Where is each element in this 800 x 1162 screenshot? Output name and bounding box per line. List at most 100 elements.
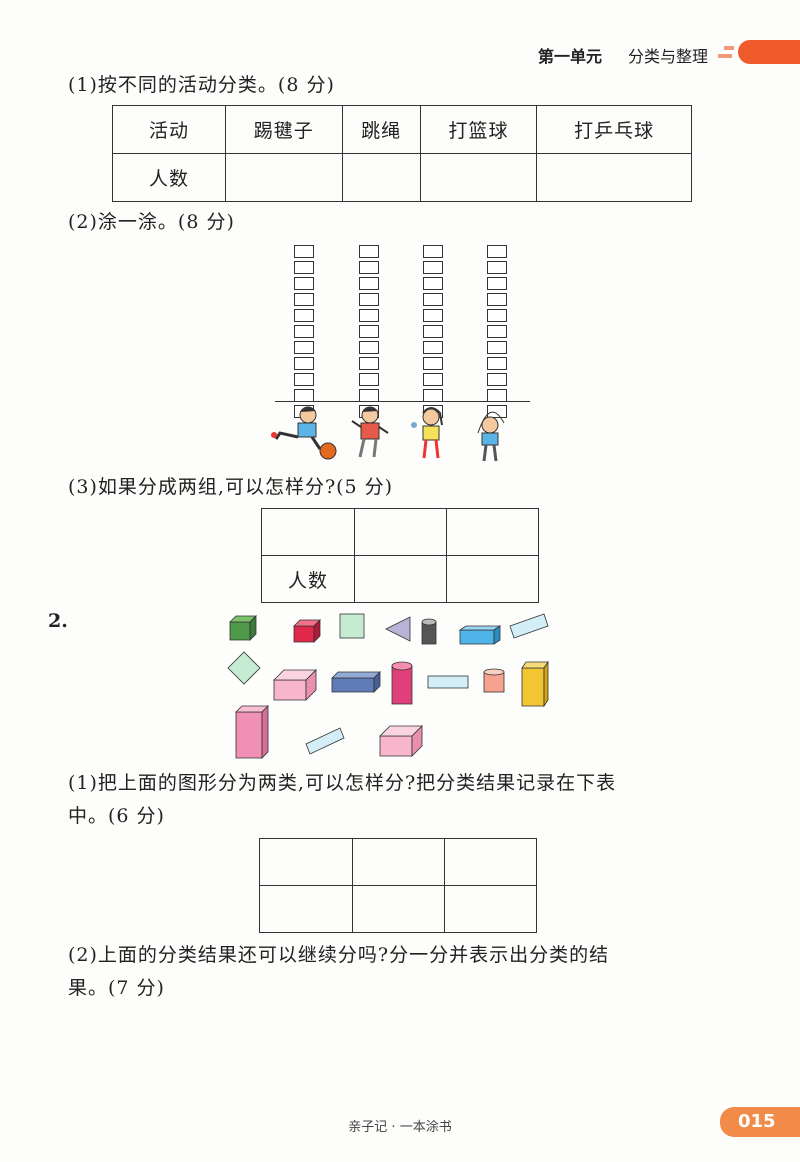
part2-question-2-line1: (2)上面的分类结果还可以继续分吗?分一分并表示出分类的结 [68,944,610,966]
count-cell[interactable] [536,153,692,202]
shape-classification-table [259,838,537,933]
square-column-jump-rope[interactable] [359,245,379,421]
coloring-square[interactable] [294,277,314,290]
coloring-square[interactable] [487,293,507,306]
coloring-square[interactable] [359,245,379,258]
square-column-ping-pong[interactable] [487,245,507,421]
coloring-square[interactable] [487,373,507,386]
row-header-count: 人数 [261,555,355,603]
coloring-square[interactable] [423,293,443,306]
light-pink-box-icon [379,725,423,757]
salmon-cylinder-icon [483,668,505,693]
children-illustration [271,406,505,462]
question-2: (2)涂一涂。(8 分) [68,211,235,233]
slate-blue-box-icon [331,671,381,693]
part2-question-2-line2: 果。(7 分) [68,977,165,999]
cylinder-icon [421,618,437,645]
coloring-square[interactable] [423,245,443,258]
coloring-square[interactable] [487,309,507,322]
green-square-icon [339,613,365,639]
two-group-table: 人数 [261,508,539,603]
count-cell[interactable] [354,555,447,603]
coloring-square[interactable] [359,373,379,386]
coloring-square[interactable] [423,373,443,386]
blue-rectangle-icon [509,613,549,639]
coloring-square[interactable] [359,293,379,306]
coloring-square[interactable] [294,261,314,274]
coloring-square[interactable] [294,325,314,338]
answer-cell[interactable] [259,885,353,933]
activity-cell: 打乒乓球 [536,105,692,154]
activity-cell: 跳绳 [341,105,421,154]
coloring-square[interactable] [423,277,443,290]
count-cell[interactable] [225,153,343,202]
activity-cell: 踢毽子 [225,105,343,154]
coloring-square[interactable] [359,357,379,370]
coloring-square[interactable] [423,261,443,274]
coloring-square[interactable] [487,325,507,338]
coloring-square[interactable] [359,325,379,338]
answer-cell[interactable] [352,885,445,933]
header-tab-decoration [718,40,800,64]
kid-jump-rope-icon [477,411,505,462]
coloring-square[interactable] [359,261,379,274]
answer-cell[interactable] [444,885,537,933]
shapes-figure [227,613,549,759]
coloring-square[interactable] [423,341,443,354]
baseline [275,401,530,402]
question-1: (1)按不同的活动分类。(8 分) [68,74,335,96]
kid-jumping-icon [351,406,389,458]
count-cell[interactable] [446,555,539,603]
magenta-cylinder-icon [391,661,413,705]
square-column-kick-shuttlecock[interactable] [294,245,314,421]
coloring-square[interactable] [359,309,379,322]
coloring-square[interactable] [423,309,443,322]
count-cell[interactable] [341,153,421,202]
coloring-square[interactable] [294,341,314,354]
question-number-2: 2. [48,610,68,632]
group-header-cell[interactable] [446,508,539,556]
tall-pink-box-icon [235,705,269,759]
coloring-square[interactable] [294,309,314,322]
coloring-square[interactable] [294,293,314,306]
square-column-basketball[interactable] [423,245,443,421]
coloring-square[interactable] [487,357,507,370]
coloring-square[interactable] [487,261,507,274]
group-header-cell[interactable] [261,508,355,556]
yellow-box-icon [521,660,549,708]
page-number: 015 [720,1107,800,1137]
group-header-cell[interactable] [354,508,447,556]
basketball-icon [319,442,337,460]
activity-cell: 打篮球 [419,105,538,154]
row-header-activity: 活动 [112,105,226,154]
coloring-square[interactable] [359,277,379,290]
answer-cell[interactable] [444,838,537,886]
purple-triangle-icon [385,616,411,642]
coloring-square[interactable] [487,341,507,354]
coloring-square[interactable] [487,277,507,290]
kid-girl-icon [411,407,443,459]
coloring-square[interactable] [423,357,443,370]
answer-cell[interactable] [259,838,353,886]
row-header-count: 人数 [112,153,226,202]
part2-question-1-line1: (1)把上面的图形分为两类,可以怎样分?把分类结果记录在下表 [68,772,617,794]
kid-kicking-icon [271,406,322,450]
coloring-square[interactable] [294,245,314,258]
count-cell[interactable] [419,153,538,202]
activity-table: 活动 踢毽子 跳绳 打篮球 打乒乓球 人数 [112,105,692,202]
coloring-square[interactable] [294,357,314,370]
coloring-square[interactable] [359,341,379,354]
answer-cell[interactable] [352,838,445,886]
coloring-square[interactable] [423,325,443,338]
coloring-square[interactable] [294,373,314,386]
footer-brand: 亲子记 · 一本涂书 [348,1120,452,1135]
pink-box-icon [273,669,317,701]
blue-box-icon [458,625,502,645]
topic-title: 分类与整理 [628,47,709,66]
coloring-square[interactable] [487,405,507,418]
red-cube-icon [293,619,321,643]
part2-question-1-line2: 中。(6 分) [68,805,165,827]
green-cube-icon [229,615,257,641]
cyan-rectangle-icon [427,675,469,689]
coloring-square[interactable] [487,245,507,258]
